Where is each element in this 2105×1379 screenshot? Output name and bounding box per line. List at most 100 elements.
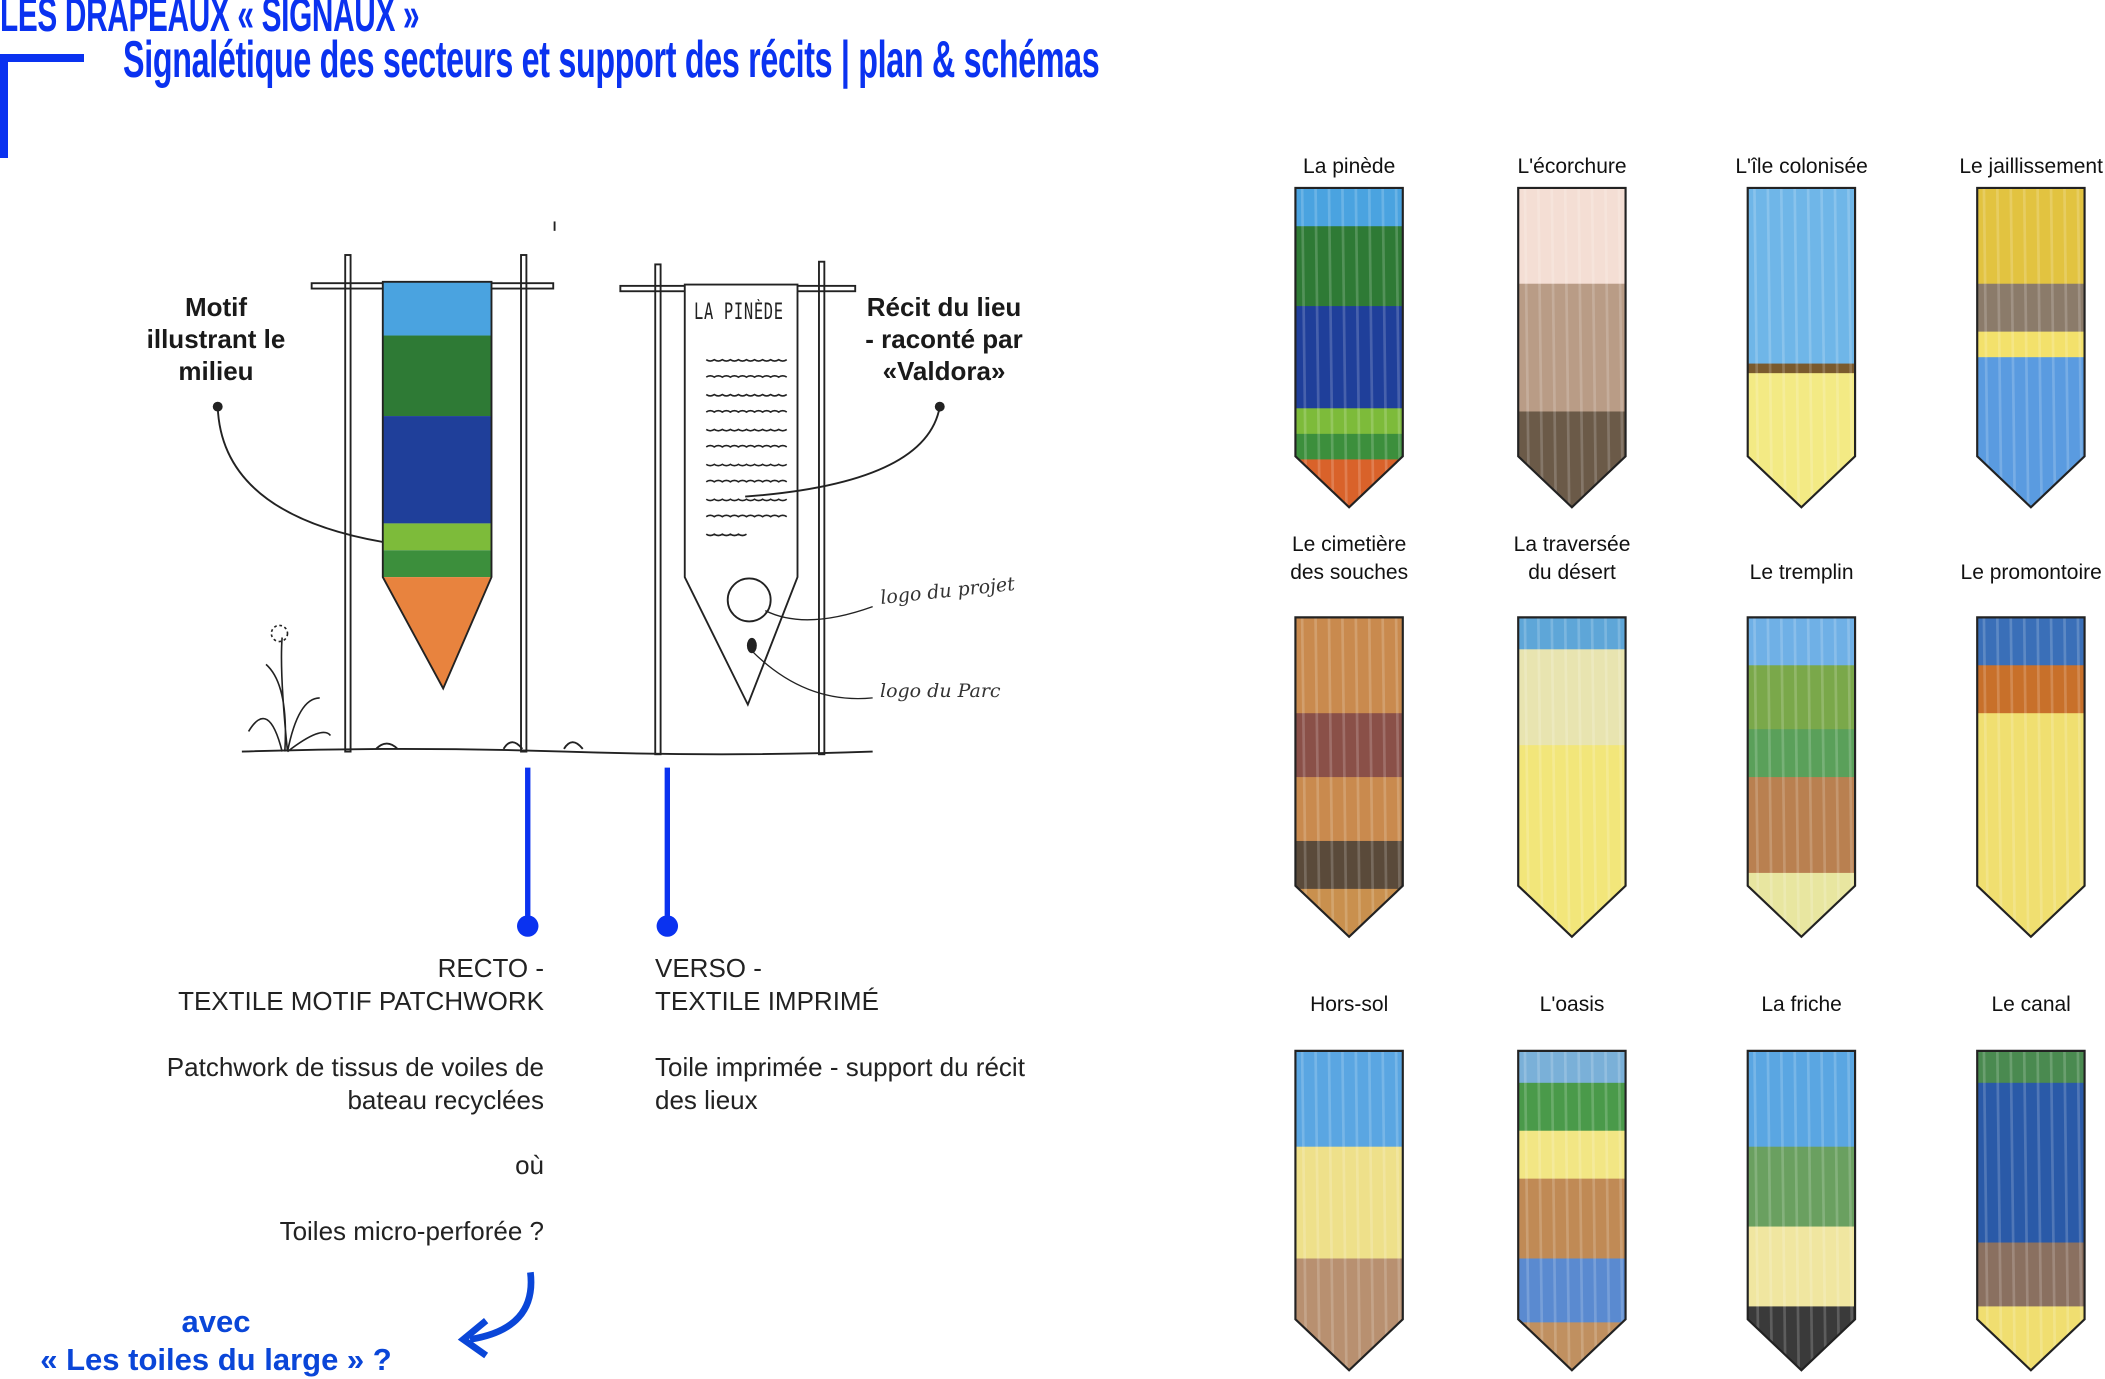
flag-texture bbox=[1590, 617, 1598, 937]
flag-texture bbox=[1617, 187, 1625, 508]
flag-texture bbox=[1806, 1050, 1814, 1371]
flag-color-band bbox=[1295, 408, 1403, 436]
flag-texture bbox=[1820, 617, 1827, 937]
pole bbox=[344, 254, 352, 753]
plant-sketch bbox=[247, 624, 332, 753]
flag-texture bbox=[1563, 617, 1571, 937]
flag-outline bbox=[1976, 186, 2086, 509]
flag-texture bbox=[1590, 1050, 1598, 1371]
flag-texture bbox=[1982, 1050, 1990, 1371]
flag-texture bbox=[2009, 187, 2017, 508]
flag-outline bbox=[1294, 186, 1404, 509]
flag-texture bbox=[2022, 617, 2030, 937]
flag-outline bbox=[1746, 616, 1857, 939]
page-subtitle: Signalétique des secteurs et support des… bbox=[123, 31, 1100, 89]
question-line-1: avec bbox=[181, 1304, 251, 1339]
flag-texture bbox=[1806, 617, 1814, 937]
flag-texture bbox=[1537, 187, 1544, 508]
flag-color-band bbox=[1977, 617, 2085, 667]
flag-label: L'oasis bbox=[1452, 991, 1692, 1019]
flag-color-band bbox=[1518, 1178, 1626, 1260]
flag-label-line: des souches bbox=[1290, 561, 1409, 584]
flag-gallery bbox=[1294, 186, 2086, 1372]
flag-texture bbox=[1523, 187, 1531, 508]
flag-color-band bbox=[1518, 1082, 1626, 1133]
flag-texture bbox=[1550, 1050, 1558, 1371]
verso-connector-dot bbox=[656, 915, 679, 937]
flag-texture bbox=[1766, 1050, 1774, 1371]
pole bbox=[818, 260, 826, 756]
flag-11 bbox=[1977, 1050, 2085, 1371]
flag-texture bbox=[1563, 187, 1571, 508]
flag-texture bbox=[1617, 617, 1625, 937]
flag-texture bbox=[2076, 617, 2084, 937]
flag-texture bbox=[1577, 1050, 1584, 1371]
flag-outline bbox=[1746, 186, 1857, 509]
flag-label: Le canal bbox=[1911, 991, 2105, 1019]
flag-color-band bbox=[1747, 363, 1856, 375]
flag-label: Hors-sol bbox=[1229, 991, 1469, 1019]
flag-texture bbox=[2036, 1050, 2043, 1371]
recto-banner-outline bbox=[381, 280, 493, 691]
flag-texture bbox=[1381, 187, 1389, 508]
flag-color-band bbox=[1977, 187, 2085, 286]
flag-texture bbox=[2049, 1050, 2057, 1371]
flag-color-band bbox=[1518, 283, 1626, 413]
flag-color-band bbox=[1747, 665, 1856, 731]
story-text-line bbox=[705, 533, 747, 537]
flag-texture bbox=[1367, 187, 1375, 508]
flag-4 bbox=[1295, 617, 1403, 937]
flag-color-band bbox=[1977, 1242, 2085, 1308]
flag-6 bbox=[1747, 617, 1856, 937]
flag-label-line: Le jaillissement bbox=[1959, 155, 2103, 178]
recto-title: RECTO - bbox=[437, 953, 544, 983]
flag-color-band bbox=[1518, 1130, 1626, 1180]
flag-texture bbox=[2036, 617, 2043, 937]
flag-color-band bbox=[1977, 1050, 2085, 1085]
callout-line: - raconté par bbox=[865, 324, 1023, 354]
flag-color-band bbox=[1747, 1226, 1856, 1308]
flag-texture bbox=[1753, 187, 1760, 508]
flag-texture bbox=[1354, 1050, 1362, 1371]
flag-outline bbox=[1294, 1049, 1404, 1372]
flag-texture bbox=[1753, 617, 1760, 937]
flag-texture bbox=[1833, 187, 1841, 508]
story-text-line bbox=[705, 374, 788, 379]
flag-texture bbox=[1833, 617, 1841, 937]
story-text-line bbox=[705, 428, 788, 432]
flag-texture bbox=[1820, 187, 1827, 508]
flag-texture bbox=[1367, 617, 1375, 937]
rocks bbox=[375, 741, 584, 750]
flag-texture bbox=[1394, 617, 1402, 937]
flag-texture bbox=[1563, 1050, 1571, 1371]
flag-texture bbox=[2063, 1050, 2070, 1371]
flag-0 bbox=[1295, 187, 1403, 508]
recto-banner bbox=[382, 281, 492, 689]
flag-color-band bbox=[1295, 1146, 1403, 1260]
flag-texture bbox=[1996, 617, 2003, 937]
flag-texture bbox=[1523, 1050, 1531, 1371]
flag-texture bbox=[1300, 1050, 1308, 1371]
flag-color-band bbox=[1747, 777, 1856, 875]
flag-color-band bbox=[1518, 1258, 1626, 1324]
flag-texture bbox=[2049, 187, 2057, 508]
curved-arrow-icon bbox=[469, 1271, 535, 1343]
flag-texture bbox=[2036, 187, 2043, 508]
flag-color-band bbox=[1518, 1050, 1626, 1085]
recto-desc-1: Patchwork de tissus de voiles de bbox=[166, 1052, 544, 1082]
callout-line: illustrant le bbox=[146, 324, 286, 354]
flag-color-band bbox=[1295, 1050, 1403, 1149]
flag-label: Le tremplin bbox=[1682, 559, 1922, 587]
flag-texture bbox=[1793, 617, 1801, 937]
flag-color-band bbox=[1977, 1082, 2085, 1244]
verso-title: VERSO - bbox=[655, 953, 762, 983]
flag-texture bbox=[1341, 617, 1348, 937]
flag-9 bbox=[1518, 1050, 1626, 1371]
question-line-2: « Les toiles du large » ? bbox=[40, 1342, 392, 1377]
verso-banner bbox=[683, 283, 799, 707]
verso-desc-2: des lieux bbox=[655, 1085, 758, 1115]
banner-title: LA PINÈDE bbox=[694, 300, 784, 325]
flag-texture bbox=[2076, 187, 2084, 508]
flag-texture bbox=[2009, 617, 2017, 937]
